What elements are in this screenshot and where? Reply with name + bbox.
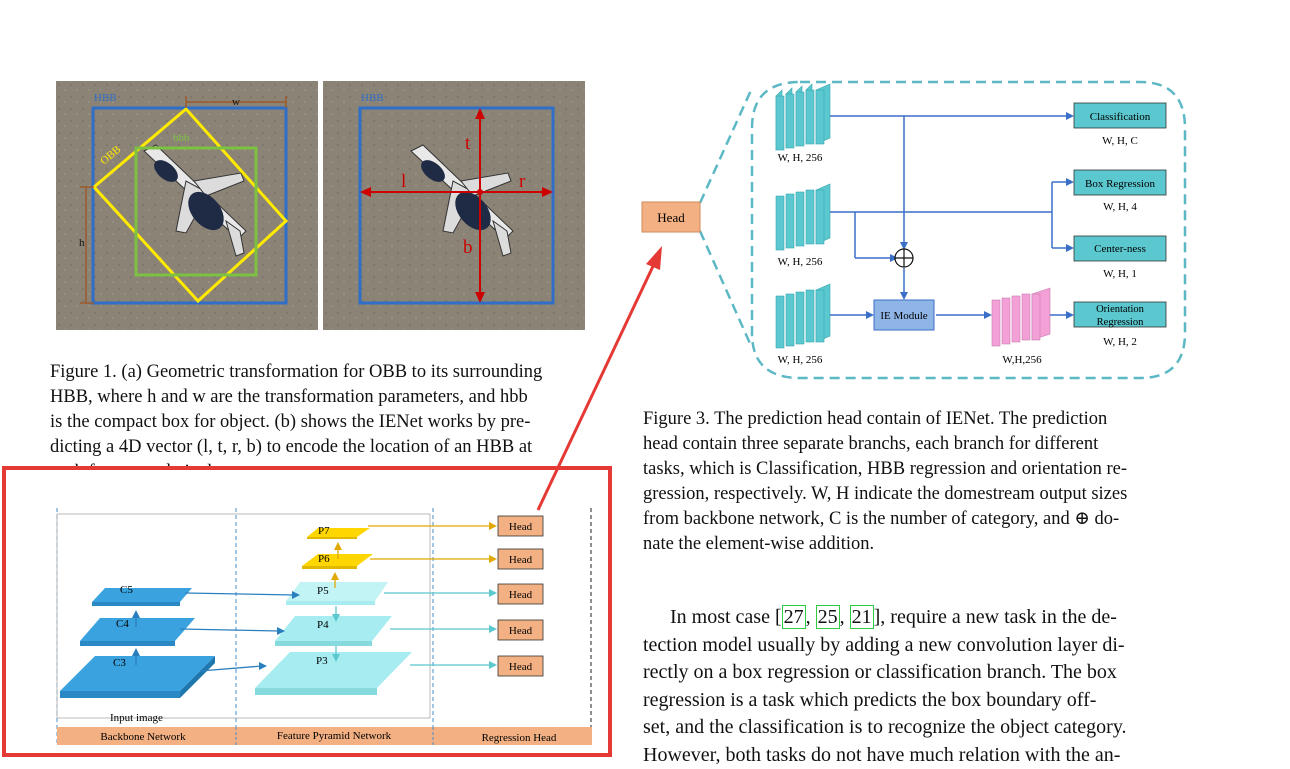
figure1-panel-a: HBB w hbb OBB h <box>56 81 318 330</box>
section-label: Feature Pyramid Network <box>277 730 392 742</box>
citation-link[interactable]: 27 <box>781 605 806 629</box>
fpn-head-label: Head <box>509 625 533 637</box>
pyramid-level-label: P7 <box>318 525 330 537</box>
ie-module-label: IE Module <box>880 310 927 322</box>
output-label: Regression <box>1097 317 1144 328</box>
body-line: set, and the classification is to recogn… <box>643 716 1127 738</box>
output-dim: W, H, 1 <box>1103 268 1137 280</box>
head-label: Head <box>657 210 685 225</box>
figure3-diagram: Head W, H, 256 W, H, 256 W, H, 256 W,H,2… <box>641 80 1187 380</box>
figure2-diagram: Head Head Head Head Head P7 P6 P5 P4 P3 … <box>56 508 592 745</box>
feature-dim-label: W,H,256 <box>1002 354 1042 366</box>
label-hbb-outer: HBB <box>94 92 117 104</box>
fpn-head-label: Head <box>509 554 533 566</box>
caption-line: dicting a 4D vector (l, t, r, b) to enco… <box>50 437 533 457</box>
body-line: tection model usually by adding a new co… <box>643 633 1125 656</box>
caption-line: from backbone network, C is the number o… <box>643 509 1120 529</box>
label-h: h <box>79 237 85 249</box>
feature-dim-label: W, H, 256 <box>778 256 823 268</box>
figure3-caption: Figure 3. The prediction head contain of… <box>643 407 1185 557</box>
output-label: Orientation <box>1096 304 1145 315</box>
figure1-caption: Figure 1. (a) Geometric transformation f… <box>50 360 592 485</box>
output-label: Center-ness <box>1094 243 1146 255</box>
label-w: w <box>232 96 240 108</box>
feature-dim-label: W, H, 256 <box>778 354 823 366</box>
pointer-arrow <box>536 246 662 511</box>
output-label: Classification <box>1090 111 1151 123</box>
body-line: In most case [27, 25, 21], require a new… <box>670 605 1117 629</box>
caption-line: Figure 3. The prediction head contain of… <box>643 409 1108 429</box>
caption-line: is the compact box for object. (b) shows… <box>50 412 531 432</box>
body-line: However, both tasks do not have much rel… <box>643 743 1121 766</box>
caption-line: HBB, where h and w are the transformatio… <box>50 387 528 407</box>
section-label: Backbone Network <box>100 731 186 743</box>
label-hbb: HBB <box>361 92 384 104</box>
feature-dim-label: W, H, 256 <box>778 152 823 164</box>
figure1-panel-a-drawing: HBB w hbb OBB h <box>56 81 318 330</box>
pyramid-level-label: P6 <box>318 553 330 565</box>
input-image-label: Input image <box>110 712 163 724</box>
caption-line: tasks, which is Classification, HBB regr… <box>643 459 1127 479</box>
label-l: l <box>401 171 406 192</box>
caption-line: gression, respectively. W, H indicate th… <box>643 484 1128 504</box>
pyramid-level-label: P5 <box>317 585 329 597</box>
fpn-head-label: Head <box>509 589 533 601</box>
body-line: rectly on a box regression or classifica… <box>643 661 1117 683</box>
output-dim: W, H, 4 <box>1103 201 1137 213</box>
label-b: b <box>463 237 473 258</box>
caption-line: Figure 1. (a) Geometric transformation f… <box>50 362 543 382</box>
highlight-box <box>2 466 612 757</box>
airplane-icon <box>143 144 247 257</box>
body-line: regression is a task which predicts the … <box>643 688 1097 711</box>
label-hbb-inner: hbb <box>173 132 190 144</box>
pyramid-level-label: P3 <box>316 655 328 667</box>
citation-link[interactable]: 21 <box>849 605 874 629</box>
section-label: Regression Head <box>482 732 557 744</box>
label-t: t <box>465 133 471 154</box>
output-label: Box Regression <box>1085 178 1155 190</box>
backbone-level-label: C5 <box>120 584 133 596</box>
citation-link[interactable]: 25 <box>815 605 840 629</box>
figure1-panel-b: HBB t l r b <box>323 81 585 330</box>
fpn-head-label: Head <box>509 521 533 533</box>
label-r: r <box>519 171 526 192</box>
caption-line: head contain three separate branchs, eac… <box>643 434 1099 454</box>
output-dim: W, H, C <box>1102 135 1138 147</box>
figure1-panel-b-drawing: HBB t l r b <box>323 81 585 330</box>
body-paragraph: In most case [27, 25, 21], require a new… <box>643 604 1185 769</box>
pyramid-level-label: P4 <box>317 619 329 631</box>
backbone-level-label: C4 <box>116 618 129 630</box>
fpn-head-label: Head <box>509 661 533 673</box>
caption-line: nate the element-wise addition. <box>643 534 875 554</box>
output-dim: W, H, 2 <box>1103 336 1137 348</box>
backbone-level-label: C3 <box>113 657 126 669</box>
